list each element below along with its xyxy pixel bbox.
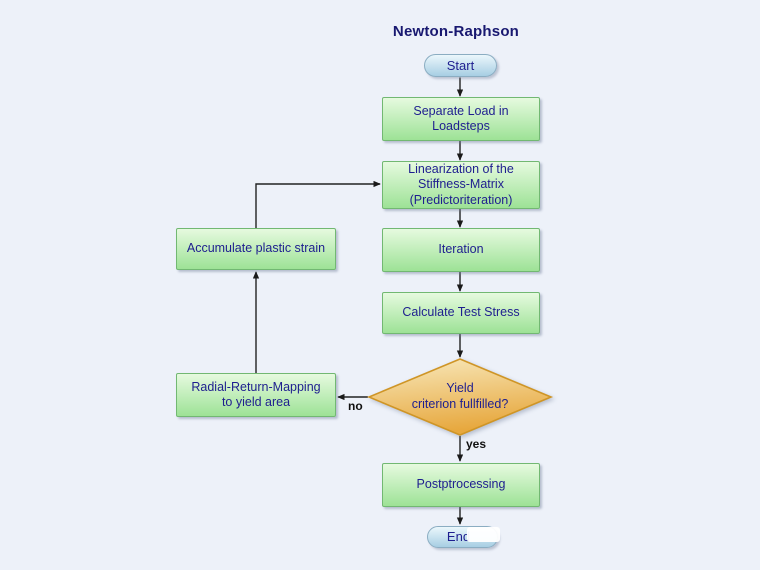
node-label-line: Loadsteps bbox=[432, 119, 490, 133]
node-label-line: Iteration bbox=[438, 242, 484, 257]
node-label-line: criterion fullfilled? bbox=[411, 397, 509, 411]
node-label-line: Yield bbox=[446, 381, 474, 396]
arrow-accumulate-to-linearization bbox=[255, 180, 381, 229]
end-pill-white-artifact bbox=[467, 527, 500, 542]
decision-diamond-shape bbox=[366, 358, 554, 436]
node-yield-decision[interactable]: Yield criterion fullfilled? bbox=[366, 358, 554, 436]
node-calculate-test-stress[interactable]: Calculate Test Stress bbox=[382, 292, 540, 334]
node-iteration[interactable]: Iteration bbox=[382, 228, 540, 272]
node-label-line: Separate Load in bbox=[413, 103, 509, 118]
diagram-title: Newton-Raphson bbox=[392, 23, 520, 40]
node-label: End bbox=[446, 529, 471, 545]
node-linearization[interactable]: Linearization of the Stiffness-Matrix (P… bbox=[382, 161, 540, 209]
node-label-line: to yield area bbox=[221, 395, 291, 409]
node-label: Start bbox=[446, 57, 475, 73]
edge-label-yes: yes bbox=[466, 437, 487, 451]
node-label-line: Stiffness-Matrix bbox=[418, 177, 504, 192]
node-label-line: (Predictoriteration) bbox=[409, 192, 513, 207]
node-label-line: Calculate Test Stress bbox=[402, 305, 520, 320]
node-label-line: Linearization of the bbox=[408, 162, 514, 177]
node-label-line: Accumulate plastic strain bbox=[186, 241, 326, 256]
node-separate-load[interactable]: Separate Load in Loadsteps bbox=[382, 97, 540, 141]
edge-label-no: no bbox=[348, 399, 363, 413]
node-label-line: Postptrocessing bbox=[416, 477, 506, 492]
node-postprocessing[interactable]: Postptrocessing bbox=[382, 463, 540, 507]
node-label-line: Radial-Return-Mapping bbox=[191, 379, 321, 394]
decision-label: Yield criterion fullfilled? bbox=[368, 358, 552, 436]
node-accumulate-plastic-strain[interactable]: Accumulate plastic strain bbox=[176, 228, 336, 270]
node-radial-return-mapping[interactable]: Radial-Return-Mapping to yield area bbox=[176, 373, 336, 417]
node-start[interactable]: Start bbox=[424, 54, 497, 77]
